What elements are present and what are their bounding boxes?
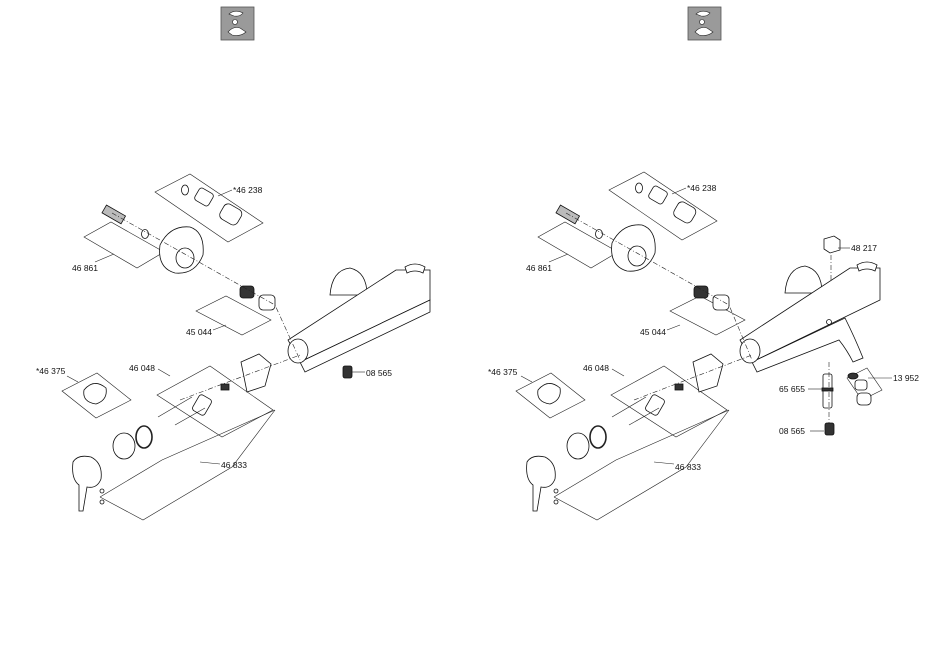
label-65655: 65 655: [779, 384, 805, 394]
label-46861: 46 861: [526, 263, 552, 273]
label-48217: 48 217: [851, 243, 877, 253]
label-46048: 46 048: [129, 363, 155, 373]
label-13952: 13 952: [893, 373, 919, 383]
label-46048: 46 048: [583, 363, 609, 373]
label-46861: 46 861: [72, 263, 98, 273]
label-46375: *46 375: [36, 366, 66, 376]
maintenance-hand-icon: [221, 7, 254, 40]
right-exploded-diagram: *46 238 46 861 48 217 45 044 *46 375 46 …: [488, 172, 919, 520]
label-46833: 46 833: [675, 462, 701, 472]
left-exploded-diagram: *46 238 46 861 45 044 08 565 *46 375 46 …: [36, 174, 430, 520]
label-08565: 08 565: [779, 426, 805, 436]
label-46833: 46 833: [221, 460, 247, 470]
label-46375: *46 375: [488, 367, 518, 377]
maintenance-hand-icon: [688, 7, 721, 40]
label-08565: 08 565: [366, 368, 392, 378]
label-46238: *46 238: [687, 183, 717, 193]
label-45044: 45 044: [640, 327, 666, 337]
label-46238: *46 238: [233, 185, 263, 195]
label-45044: 45 044: [186, 327, 212, 337]
